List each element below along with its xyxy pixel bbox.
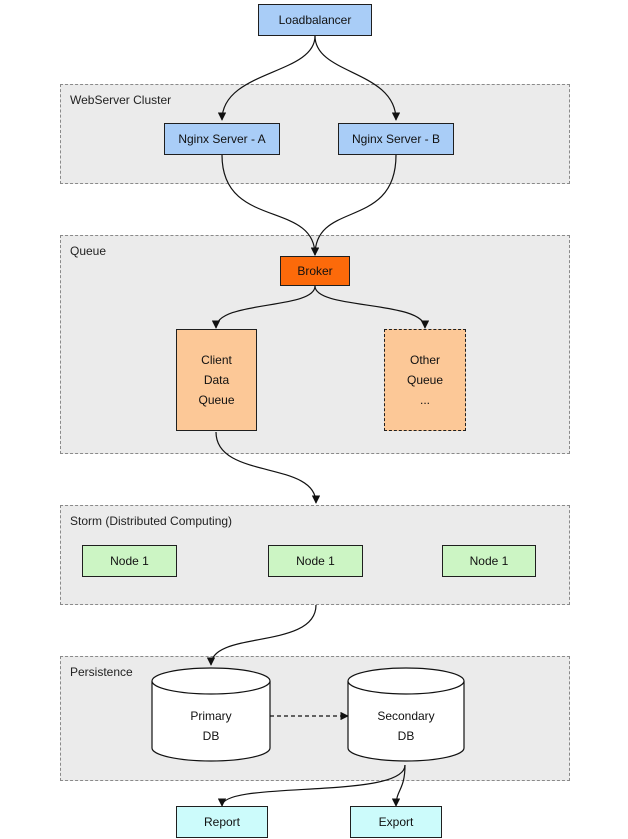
group-title-persistence: Persistence — [70, 665, 133, 679]
primary-db-label: Primary DB — [152, 706, 270, 746]
storm-node-3-label: Node 1 — [469, 554, 509, 568]
persistence-group: Persistence — [60, 656, 570, 781]
nginx-a-label: Nginx Server - A — [178, 132, 266, 146]
loadbalancer-node: Loadbalancer — [258, 4, 372, 36]
nginx-server-a-node: Nginx Server - A — [164, 123, 280, 155]
secondary-db-line-1: Secondary — [377, 709, 435, 723]
storm-node-1-label: Node 1 — [110, 554, 149, 568]
broker-node: Broker — [280, 256, 350, 286]
secondary-db-label: Secondary DB — [348, 706, 464, 746]
loadbalancer-label: Loadbalancer — [278, 13, 352, 27]
secondary-db-line-2: DB — [397, 729, 415, 743]
storm-node-3: Node 1 — [442, 545, 536, 577]
storm-node-2: Node 1 — [268, 545, 363, 577]
webserver-cluster-group: WebServer Cluster — [60, 84, 570, 184]
client-queue-line-2: Data — [203, 373, 230, 387]
other-queue-line-2: Queue — [406, 373, 444, 387]
primary-db-line-2: DB — [202, 729, 220, 743]
client-data-queue-node: Client Data Queue — [176, 329, 257, 431]
storm-node-1: Node 1 — [82, 545, 177, 577]
client-queue-line-1: Client — [201, 353, 232, 367]
other-queue-node: Other Queue ... — [384, 329, 466, 431]
report-label: Report — [203, 815, 241, 829]
broker-label: Broker — [297, 264, 333, 278]
export-label: Export — [378, 815, 414, 829]
group-title-storm: Storm (Distributed Computing) — [70, 514, 233, 528]
primary-db-line-1: Primary — [190, 709, 232, 723]
nginx-server-b-node: Nginx Server - B — [338, 123, 454, 155]
export-node: Export — [350, 806, 442, 838]
storm-node-2-label: Node 1 — [296, 554, 335, 568]
other-queue-line-3: ... — [419, 393, 430, 407]
report-node: Report — [176, 806, 268, 838]
nginx-b-label: Nginx Server - B — [351, 132, 441, 146]
group-title-queue: Queue — [70, 244, 107, 258]
group-title-webserver: WebServer Cluster — [70, 93, 172, 107]
other-queue-line-1: Other — [409, 353, 440, 367]
client-queue-line-3: Queue — [198, 393, 235, 407]
